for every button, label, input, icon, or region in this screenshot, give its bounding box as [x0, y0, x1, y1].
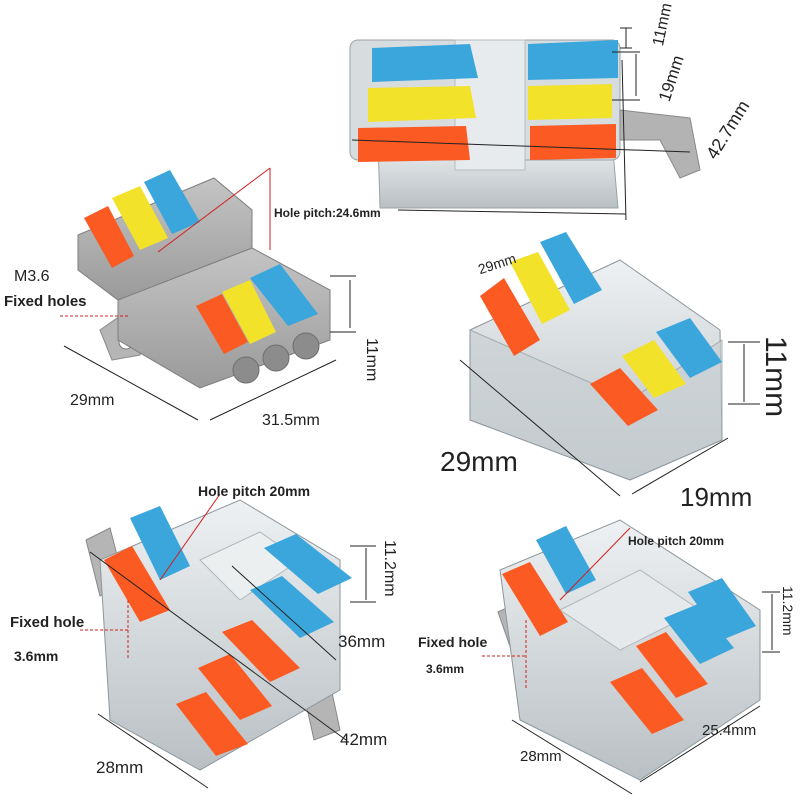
connector-top-left — [60, 167, 356, 421]
dimension-lines-top-left — [63, 275, 356, 421]
lever-yellow-mid — [510, 252, 686, 398]
fixed-hole-label: Fixed hole — [10, 614, 85, 631]
pitch-lines-bottom-right — [482, 527, 631, 690]
dimension-label: 11.2mm — [780, 586, 796, 636]
lever-blue-left — [144, 170, 318, 326]
dimension-label: 28mm — [96, 758, 144, 777]
dimension-label: 25.4mm — [702, 722, 757, 739]
dimension-label: 29mm — [440, 446, 518, 477]
dimension-label: 42mm — [340, 730, 388, 749]
lever-blue-mid — [540, 232, 722, 378]
connector-bottom-left — [80, 493, 376, 789]
lever-yellow-top — [368, 84, 612, 122]
pitch-lines-bottom-left — [80, 493, 221, 660]
fixed-hole-size-label: 3.6mm — [426, 662, 465, 676]
fixed-hole-label: Fixed hole — [418, 634, 488, 650]
dimension-label: 36mm — [338, 632, 386, 651]
lever-orange-mid — [480, 278, 658, 426]
screw-size-label: M3.6 — [14, 268, 50, 285]
dimension-label: 19mm — [680, 482, 753, 512]
hole-pitch-label: Hole pitch 20mm — [628, 534, 725, 548]
dimension-lines-bottom-right — [511, 591, 780, 795]
dimension-label: 29mm — [70, 392, 115, 409]
fixed-hole-size-label: 3.6mm — [14, 648, 59, 664]
dimension-lines-bottom-left — [89, 545, 376, 789]
dimension-lines-top-right — [351, 27, 691, 221]
dimension-label: 11.2mm — [381, 540, 398, 597]
lever-orange-bl — [104, 546, 300, 756]
lever-yellow-left — [112, 186, 276, 344]
hole-pitch-label: Hole pitch 20mm — [198, 483, 311, 499]
lever-blue-bl — [130, 506, 352, 638]
fixed-holes-label: Fixed holes — [4, 293, 87, 310]
lever-orange-br — [502, 562, 708, 734]
connector-top-right — [349, 27, 701, 221]
dimension-label: 11mm — [363, 338, 380, 382]
dimension-label: 11mm — [759, 336, 792, 418]
pitch-lines-top-left — [60, 167, 271, 317]
hole-pitch-label: Hole pitch:24.6mm — [274, 206, 381, 220]
lever-blue-top — [372, 40, 618, 82]
lever-orange-top — [358, 124, 616, 162]
dimension-lines-middle-right — [459, 341, 760, 497]
connector-middle-right — [459, 232, 760, 497]
lever-blue-br — [536, 526, 756, 664]
connector-bottom-right — [482, 519, 780, 795]
lever-orange-left — [84, 206, 248, 354]
dimension-label: 28mm — [520, 748, 562, 765]
dimension-label: 31.5mm — [262, 412, 320, 429]
